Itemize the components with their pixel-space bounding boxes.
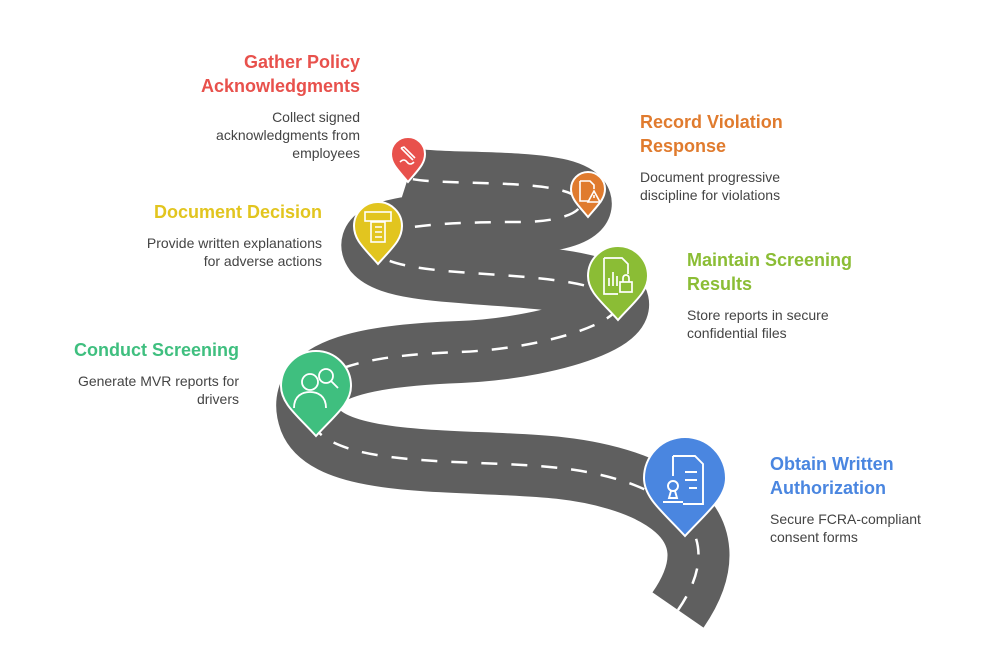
- marker-pin: [352, 201, 404, 266]
- step-description: Secure FCRA-compliant consent forms: [770, 511, 921, 545]
- step-description: Store reports in secure confidential fil…: [687, 307, 829, 341]
- step-title: Obtain Written Authorization: [770, 454, 894, 498]
- marker-conduct-screening: [279, 350, 353, 438]
- step-document-decision: Document Decision Provide written explan…: [130, 200, 322, 270]
- marker-pin: [642, 436, 728, 538]
- step-obtain-authorization: Obtain Written Authorization Secure FCRA…: [770, 452, 970, 546]
- step-title: Record Violation Response: [640, 112, 783, 156]
- step-maintain-screening: Maintain Screening Results Store reports…: [687, 248, 887, 342]
- step-record-violation: Record Violation Response Document progr…: [640, 110, 830, 204]
- person-search-icon: [293, 368, 339, 409]
- document-stamp-icon: [663, 455, 704, 505]
- step-title: Gather Policy Acknowledgments: [200, 52, 360, 96]
- step-gather-policy: Gather Policy Acknowledgments Collect si…: [170, 50, 360, 162]
- marker-obtain-authorization: [642, 436, 728, 538]
- signature-pen-icon: [399, 146, 416, 165]
- marker-record-violation: [569, 171, 607, 219]
- marker-gather-policy: [389, 136, 427, 184]
- step-title: Document Decision: [153, 202, 322, 222]
- marker-pin: [586, 245, 650, 322]
- step-description: Provide written explanations for adverse…: [146, 235, 322, 269]
- marker-pin: [389, 136, 427, 184]
- document-form-icon: [364, 211, 392, 243]
- step-description: Document progressive discipline for viol…: [640, 169, 781, 203]
- step-conduct-screening: Conduct Screening Generate MVR reports f…: [50, 338, 239, 408]
- step-description: Generate MVR reports for drivers: [77, 373, 239, 407]
- document-warning-icon: [579, 180, 602, 203]
- locked-report-icon: [603, 257, 633, 295]
- marker-document-decision: [352, 201, 404, 266]
- step-title: Conduct Screening: [73, 340, 239, 360]
- step-title: Maintain Screening Results: [687, 250, 853, 294]
- marker-maintain-screening: [586, 245, 650, 322]
- step-description: Collect signed acknowledgments from empl…: [216, 109, 360, 161]
